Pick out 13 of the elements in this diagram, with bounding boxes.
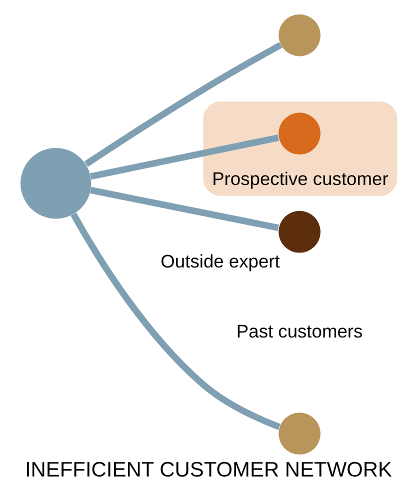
node-circle bbox=[278, 412, 321, 454]
node-circle bbox=[278, 210, 321, 252]
connector bbox=[90, 134, 280, 180]
node-circle bbox=[278, 112, 321, 154]
cluster: Prospective customer bbox=[203, 100, 398, 196]
connector bbox=[70, 212, 281, 430]
connector bbox=[84, 42, 282, 166]
connector bbox=[90, 186, 280, 231]
node-label: Outside expert bbox=[160, 250, 280, 271]
caption: INEFFICIENT CUSTOMER NETWORK bbox=[24, 458, 392, 482]
label: Past customers bbox=[236, 320, 363, 342]
node-circle bbox=[20, 148, 92, 218]
node-circle bbox=[278, 14, 321, 56]
